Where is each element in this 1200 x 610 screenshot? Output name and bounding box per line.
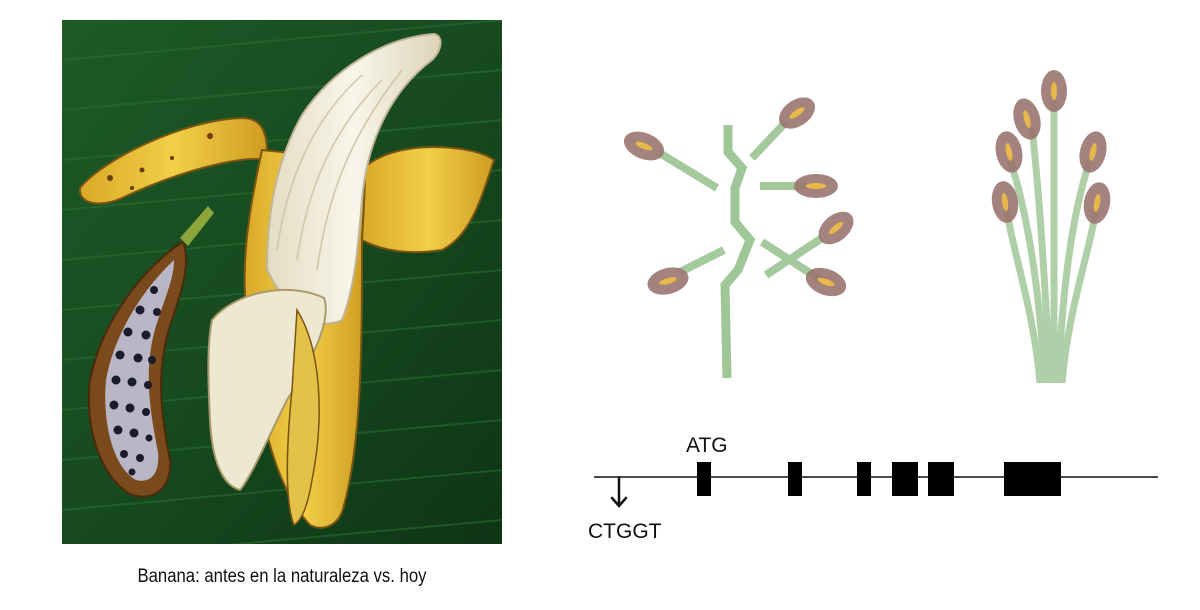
grain-core: [1093, 194, 1101, 212]
mutation-arrow-icon: [610, 476, 628, 508]
gene-structure: ATG CTGGT: [588, 434, 1158, 543]
exon-4: [892, 462, 918, 496]
banana-flesh: [265, 32, 442, 325]
wild-grains: [623, 97, 854, 297]
grain-core: [1089, 143, 1097, 161]
photo-caption: Banana: antes en la naturaleza vs. hoy: [137, 566, 427, 587]
domesticated-grains: [991, 70, 1111, 224]
grain-core: [1023, 110, 1031, 128]
wild-panicle-stem: [720, 125, 756, 379]
exon-5: [928, 462, 954, 496]
exon-3: [857, 462, 871, 496]
grain-core: [635, 141, 653, 151]
domesticated-panicle: [991, 70, 1111, 384]
peel-flap-right: [361, 145, 496, 254]
exon-6: [1004, 462, 1061, 496]
grain-core: [828, 221, 844, 235]
wild-panicle: [623, 97, 854, 379]
grain-core: [1001, 193, 1009, 211]
grain-core: [1051, 82, 1057, 100]
exon-2: [788, 462, 802, 496]
mutation-label: CTGGT: [588, 520, 662, 543]
banana-photo: [62, 20, 502, 544]
exon-1: [697, 462, 711, 496]
flesh-ridges: [276, 69, 403, 271]
grain-core: [789, 107, 805, 119]
wild-banana-stem: [180, 206, 214, 246]
peel-fold-outer: [286, 307, 320, 527]
start-codon-label: ATG: [686, 434, 728, 457]
grain-core: [1005, 143, 1013, 161]
grain-core: [817, 277, 835, 287]
wild-banana-seeds: [109, 286, 161, 476]
peel-spots: [107, 133, 213, 190]
grain-core: [659, 277, 677, 285]
grain-core: [806, 183, 826, 189]
